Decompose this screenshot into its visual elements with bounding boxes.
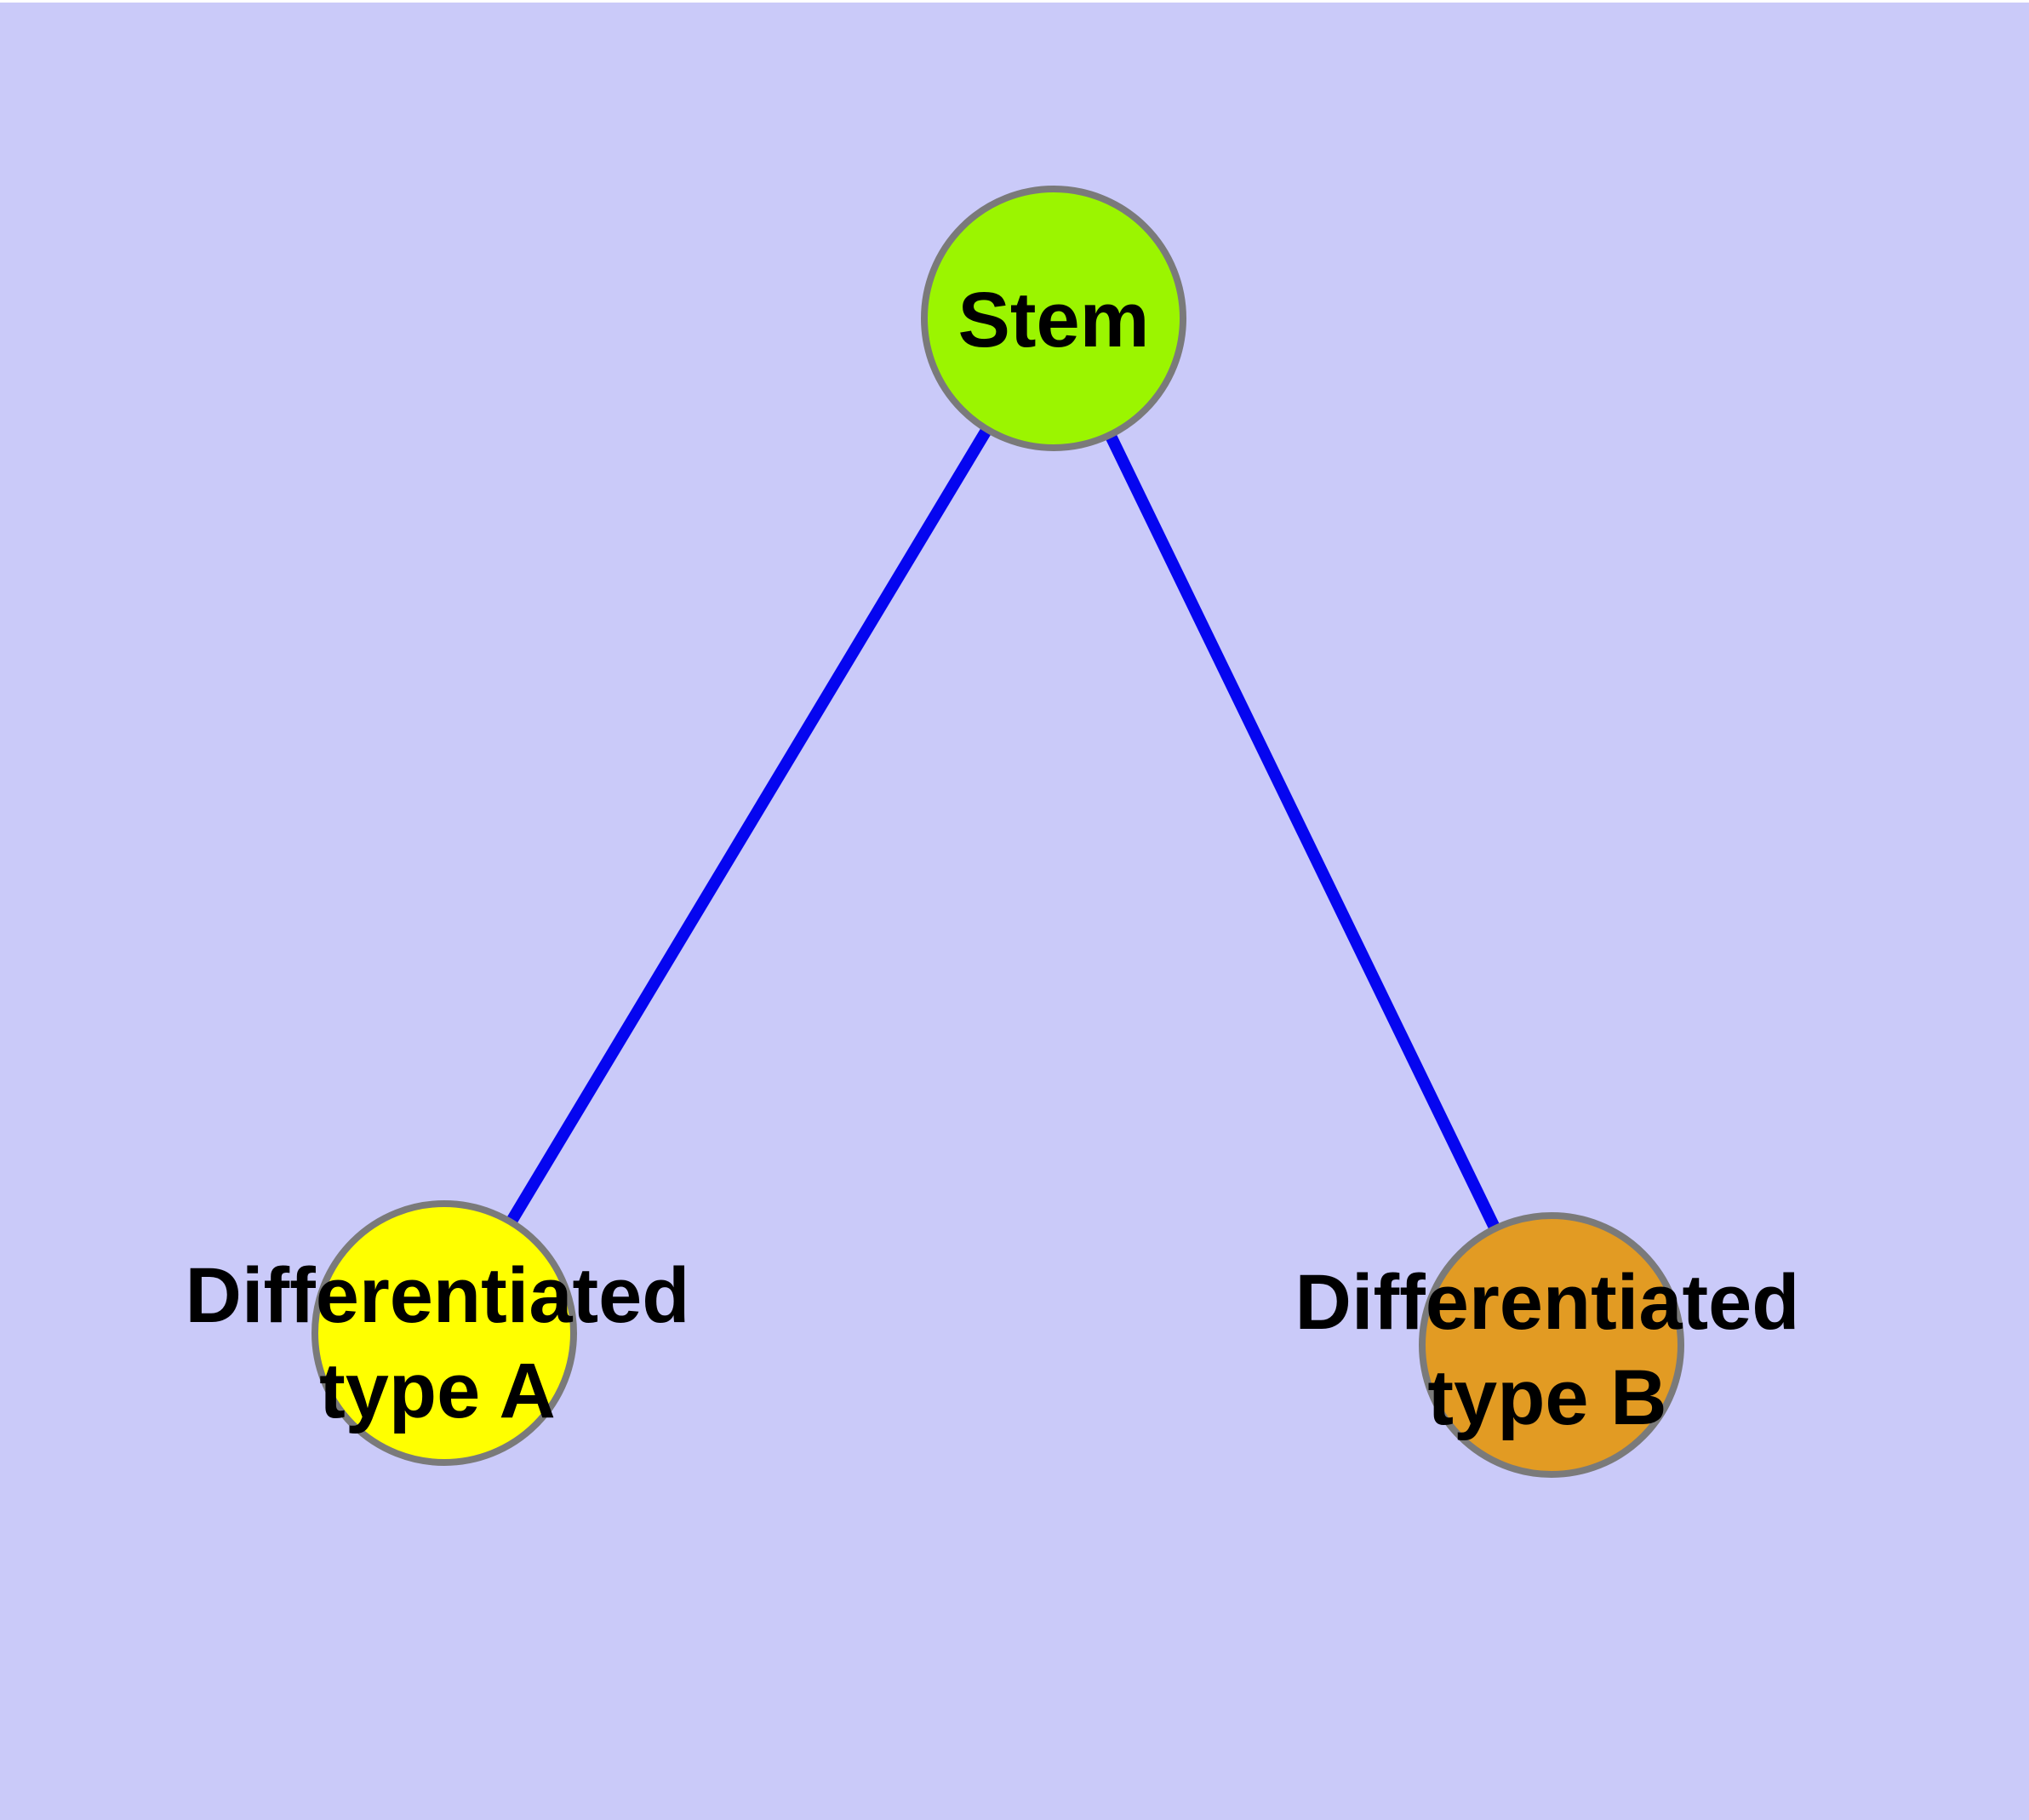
node-type-b-label: Differentiated type B xyxy=(1295,1259,1800,1441)
node-type-b-circle xyxy=(1422,1216,1681,1474)
node-type-a-circle xyxy=(315,1204,574,1462)
node-type-a-border xyxy=(311,1200,577,1466)
node-stem-label: Stem xyxy=(957,277,1150,363)
node-stem-circle xyxy=(924,189,1183,448)
node-type-b-border xyxy=(1419,1212,1684,1478)
node-type-a-label: Differentiated type A xyxy=(185,1252,690,1434)
edge-stem-to-type-a xyxy=(438,315,1060,1336)
node-stem-border xyxy=(921,186,1186,451)
edge-stem-to-type-b xyxy=(1048,315,1557,1348)
top-margin-strip xyxy=(0,0,2029,3)
